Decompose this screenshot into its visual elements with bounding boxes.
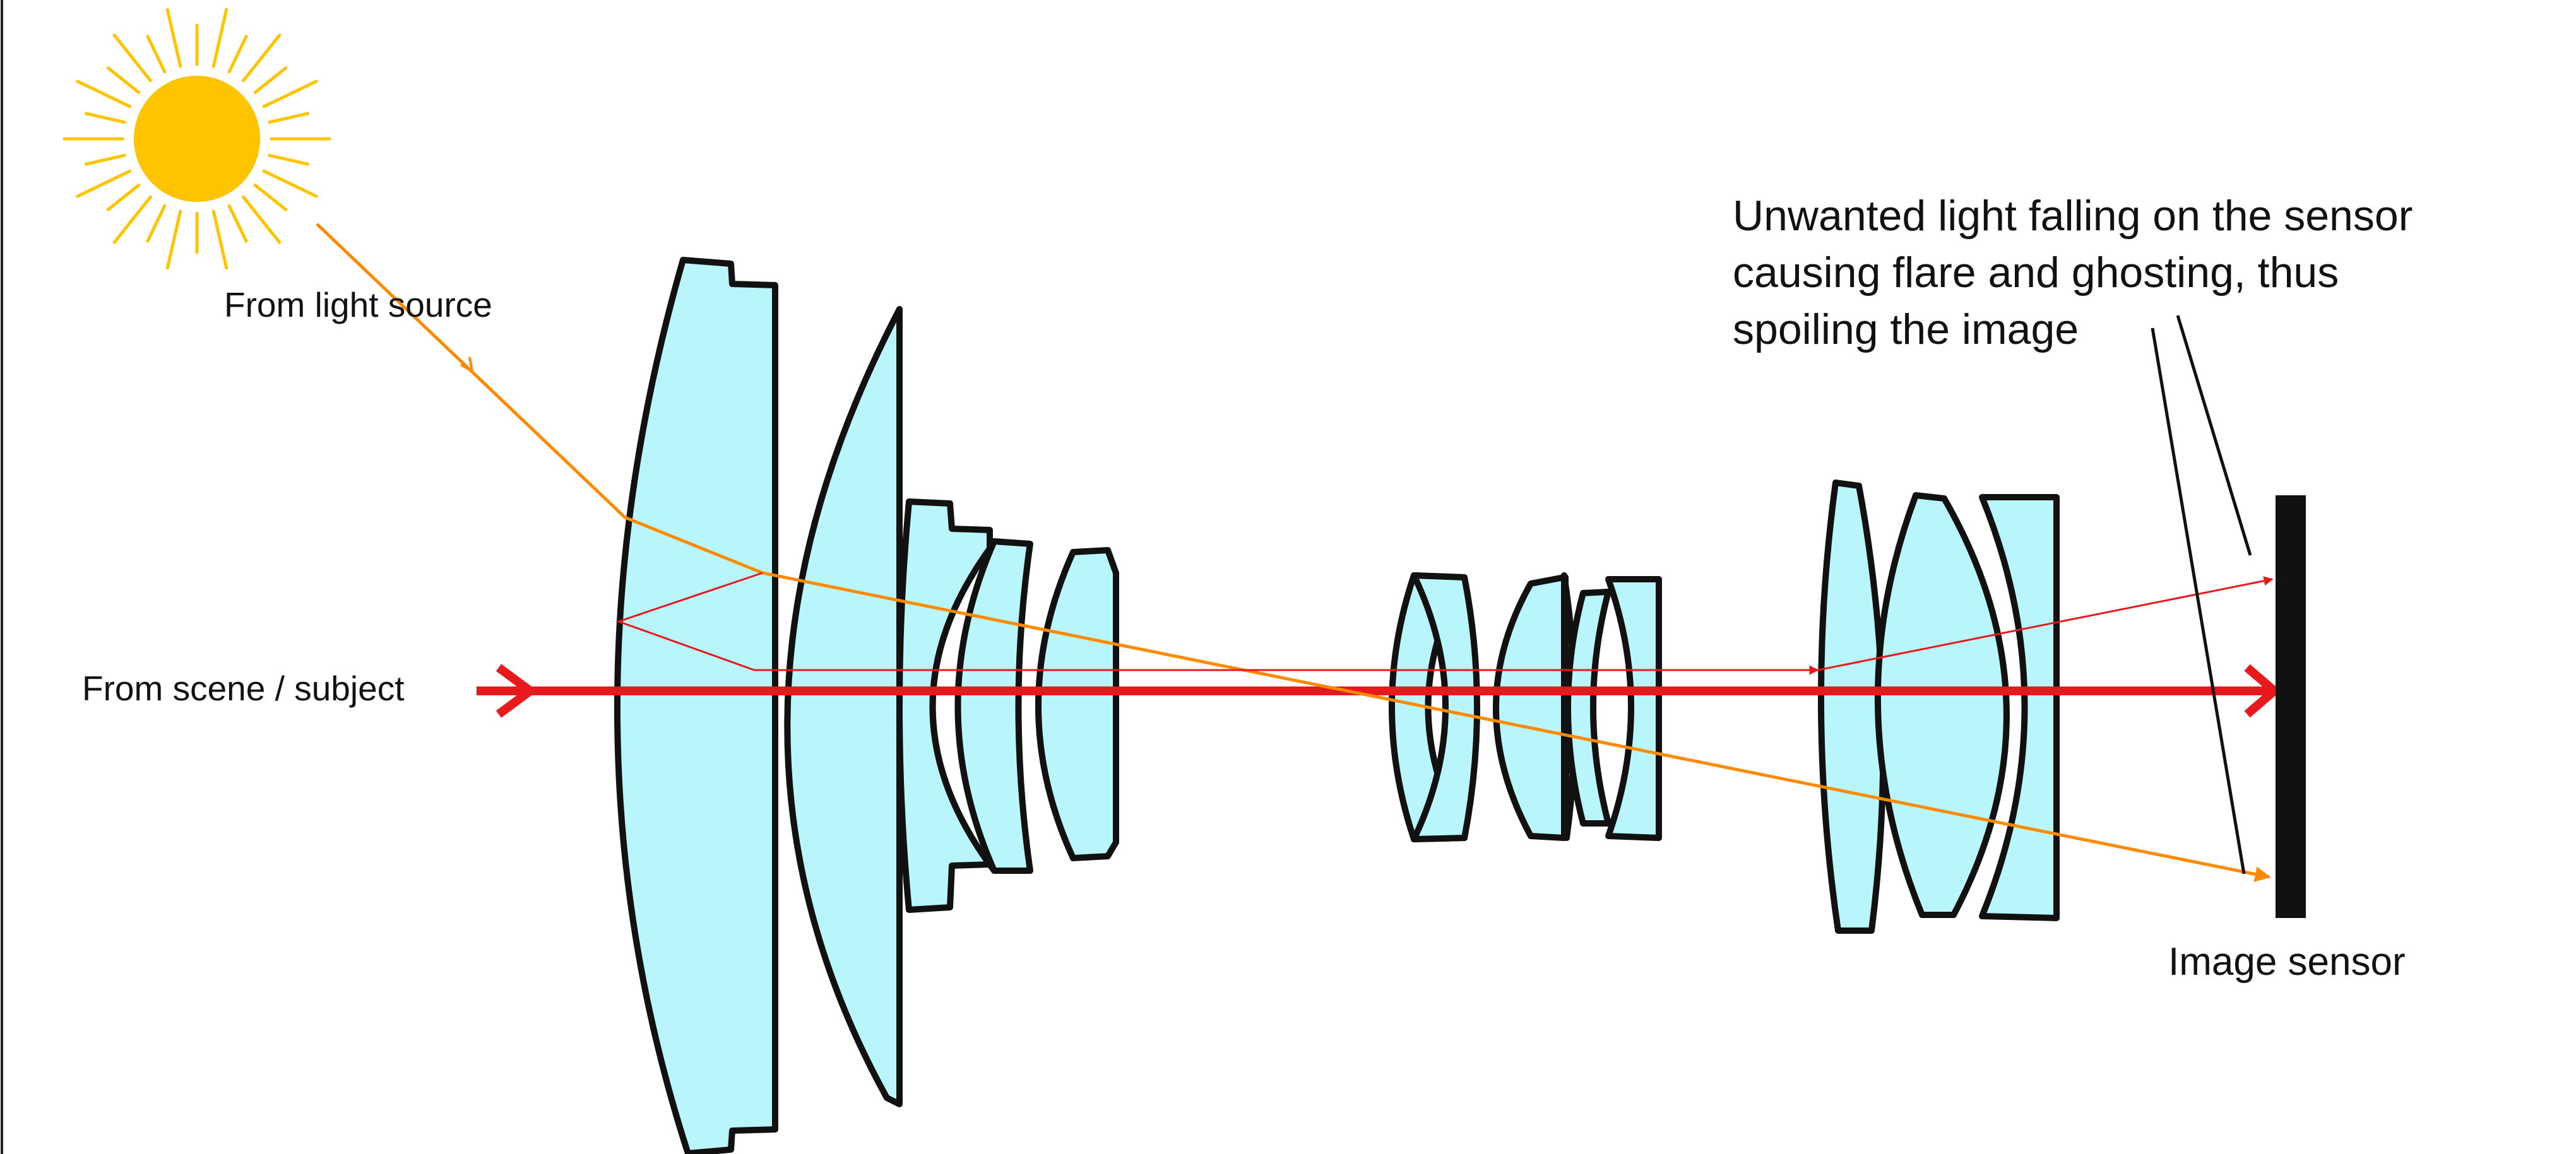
- sun-ray: [211, 209, 229, 270]
- sun-ray: [112, 195, 152, 244]
- lens-group-second: [896, 498, 1119, 913]
- label-unwanted-3: spoiling the image: [1733, 305, 2079, 353]
- sun-icon: [62, 8, 331, 270]
- lens-element-1: [614, 257, 778, 1154]
- sun-ray: [85, 153, 126, 166]
- sun-ray: [253, 66, 288, 94]
- sun-ray: [76, 169, 132, 198]
- lens-element-13: [1874, 492, 2010, 918]
- sun-ray: [146, 35, 167, 74]
- sun-ray: [262, 79, 318, 109]
- image-sensor: [2276, 495, 2306, 918]
- lens-element-2: [784, 306, 903, 1107]
- sun-ray: [211, 8, 229, 68]
- lens-element-8: [1493, 574, 1567, 841]
- lens-element-11: [1605, 576, 1662, 841]
- sun-ray: [146, 204, 167, 243]
- label-scene: From scene / subject: [82, 669, 404, 708]
- pointer-line-1: [2151, 327, 2246, 874]
- sun-ray: [227, 204, 248, 243]
- lens-element-4: [954, 538, 1033, 874]
- label-light-source: From light source: [224, 285, 492, 324]
- lens-element-3: [896, 498, 997, 913]
- main-ray-tail: [496, 664, 538, 718]
- sun-ray: [165, 209, 182, 270]
- pointer-line-2: [2176, 315, 2252, 556]
- label-image-sensor: Image sensor: [2168, 940, 2406, 984]
- stray-ray-chevron: [460, 356, 474, 374]
- sun-ray: [227, 35, 248, 74]
- sun-ray: [106, 66, 141, 94]
- sun-ray: [262, 169, 318, 198]
- sun-ray: [76, 79, 132, 109]
- sun-ray: [85, 112, 126, 124]
- lens-element-10: [1565, 589, 1611, 827]
- sun-ray: [242, 33, 282, 83]
- main-ray-head: [2244, 664, 2281, 718]
- sun-ray: [253, 184, 288, 211]
- sun-ray: [268, 112, 309, 124]
- lens-group-rear: [1817, 480, 2060, 934]
- ghost-ray-red: [615, 572, 1819, 675]
- lens-element-7: [1411, 572, 1480, 842]
- lens-group-front: [614, 257, 903, 1154]
- label-unwanted-1: Unwanted light falling on the sensor: [1733, 192, 2413, 240]
- lens-element-12: [1817, 480, 1887, 934]
- lens-element-14: [1979, 494, 2060, 921]
- sun-ray: [165, 8, 182, 68]
- label-unwanted-2: causing flare and ghosting, thus: [1733, 249, 2339, 297]
- lens-group-middle: [1389, 572, 1662, 842]
- sun-ray: [242, 195, 282, 244]
- rays: [316, 223, 2281, 882]
- sun-ray: [106, 184, 141, 211]
- lens-element-5: [1035, 547, 1119, 861]
- sun-ray: [268, 153, 309, 166]
- sun-ray: [112, 33, 152, 83]
